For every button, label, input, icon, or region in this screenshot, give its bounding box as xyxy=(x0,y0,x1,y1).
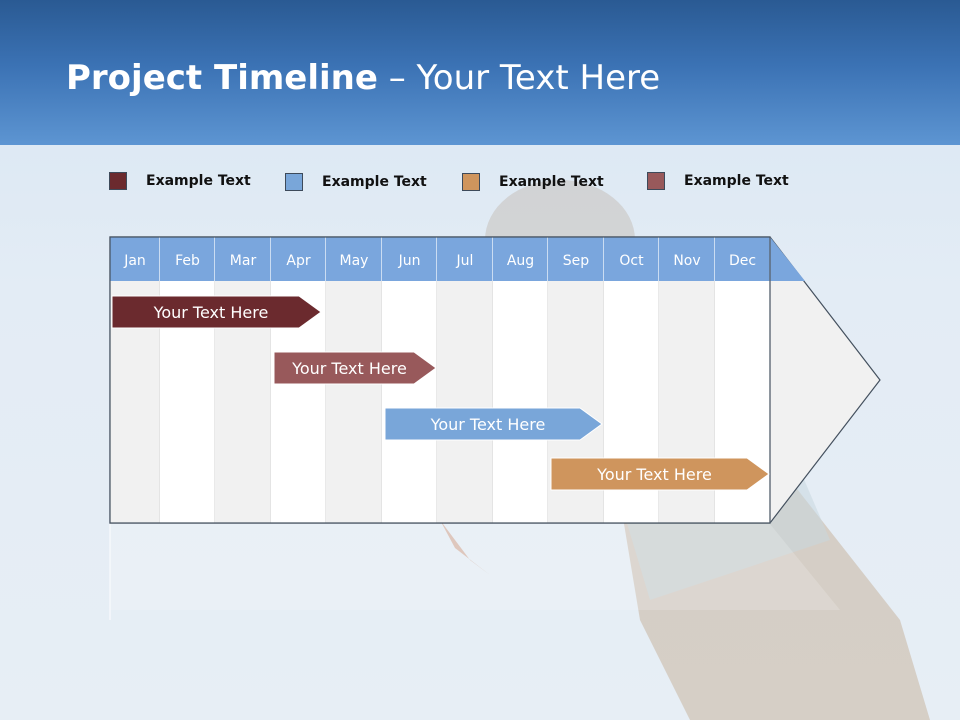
page-title: Project Timeline – Your Text Here xyxy=(66,58,660,98)
month-header-cell xyxy=(326,237,382,281)
month-header-cell xyxy=(604,237,659,281)
task-arrow: Your Text Here xyxy=(111,295,322,329)
month-header-cell xyxy=(110,237,160,281)
legend-item: Example Text xyxy=(285,171,427,193)
legend-swatch xyxy=(462,173,480,191)
month-header-cell xyxy=(659,237,715,281)
month-label: Dec xyxy=(729,253,756,269)
month-header-cell xyxy=(271,237,326,281)
month-header-cell xyxy=(548,237,604,281)
legend-swatch xyxy=(285,173,303,191)
month-label: Nov xyxy=(673,253,700,269)
task-arrow-shape xyxy=(550,457,770,491)
month-label: Apr xyxy=(286,253,310,269)
month-label: Aug xyxy=(507,253,534,269)
timeline-reflection xyxy=(110,524,840,610)
month-label: Jul xyxy=(456,253,474,269)
month-header-cell xyxy=(493,237,548,281)
month-column xyxy=(382,281,437,523)
legend-swatch xyxy=(109,172,127,190)
month-column xyxy=(437,281,493,523)
page-title-rest: – Your Text Here xyxy=(377,58,661,98)
month-label: Jun xyxy=(398,253,421,269)
task-label: Your Text Here xyxy=(153,303,269,322)
legend-label: Example Text xyxy=(499,174,604,190)
month-header-cell xyxy=(160,237,215,281)
legend-label: Example Text xyxy=(322,174,427,190)
task-arrow-shape xyxy=(384,407,603,441)
month-header-cell xyxy=(382,237,437,281)
legend-item: Example Text xyxy=(647,170,789,192)
month-column xyxy=(493,281,548,523)
month-label: Mar xyxy=(230,253,257,269)
month-header-cell xyxy=(437,237,493,281)
page-title-bold: Project Timeline xyxy=(66,58,378,98)
task-arrow: Your Text Here xyxy=(384,407,603,441)
task-label: Your Text Here xyxy=(596,465,712,484)
task-arrow: Your Text Here xyxy=(273,351,437,385)
month-column xyxy=(326,281,382,523)
month-label: Jan xyxy=(123,253,146,269)
legend-item: Example Text xyxy=(462,171,604,193)
task-arrow-shape xyxy=(111,295,322,329)
task-arrow-shape xyxy=(273,351,437,385)
month-label: Oct xyxy=(619,253,644,269)
month-label: Feb xyxy=(175,253,200,269)
legend-swatch xyxy=(647,172,665,190)
month-label: Sep xyxy=(563,253,590,269)
timeline-arrow-head-band xyxy=(770,237,805,281)
task-label: Your Text Here xyxy=(291,359,407,378)
legend-item: Example Text xyxy=(109,170,251,192)
month-header-cell xyxy=(215,237,271,281)
month-label: May xyxy=(340,253,369,269)
legend-label: Example Text xyxy=(684,173,789,189)
header-banner xyxy=(0,0,960,145)
month-header-cell xyxy=(715,237,770,281)
task-label: Your Text Here xyxy=(430,415,546,434)
legend-label: Example Text xyxy=(146,173,251,189)
task-arrow: Your Text Here xyxy=(550,457,770,491)
timeline-grid-border xyxy=(109,236,771,524)
